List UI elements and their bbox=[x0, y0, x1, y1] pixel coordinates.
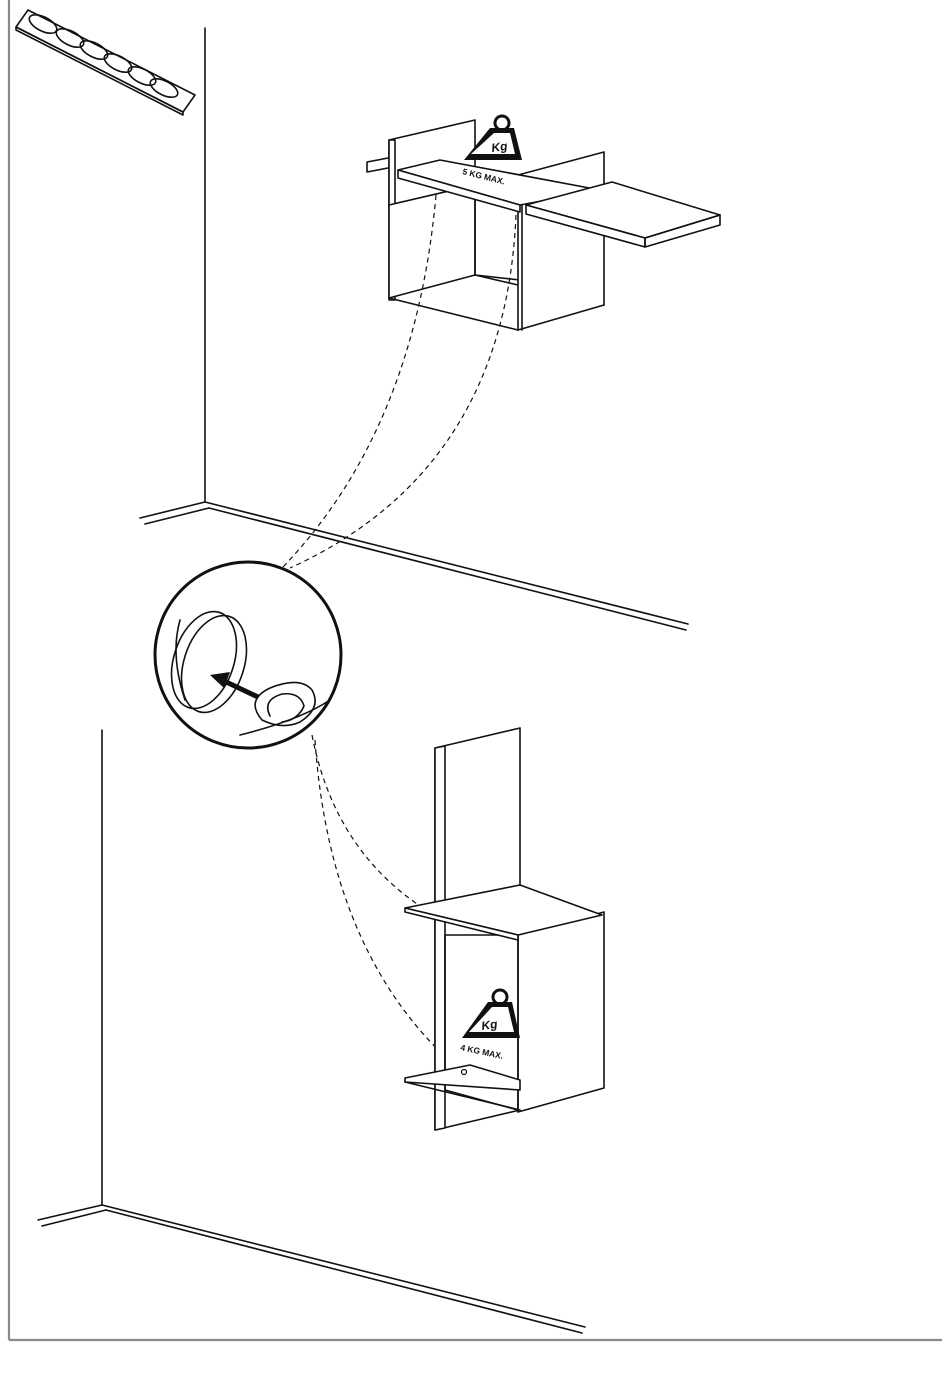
adhesive-pads-strip-icon bbox=[16, 10, 195, 115]
weight-icon-text: Kg bbox=[480, 1017, 498, 1033]
bumper-detail-callout bbox=[155, 562, 341, 748]
upper-wall-corner bbox=[140, 28, 688, 630]
top-shelf-unit: Kg 5 KG MAX. bbox=[367, 116, 720, 330]
weight-icon-text: Kg bbox=[490, 139, 508, 155]
bottom-shelf-unit: Kg 4 KG MAX. bbox=[405, 728, 604, 1130]
